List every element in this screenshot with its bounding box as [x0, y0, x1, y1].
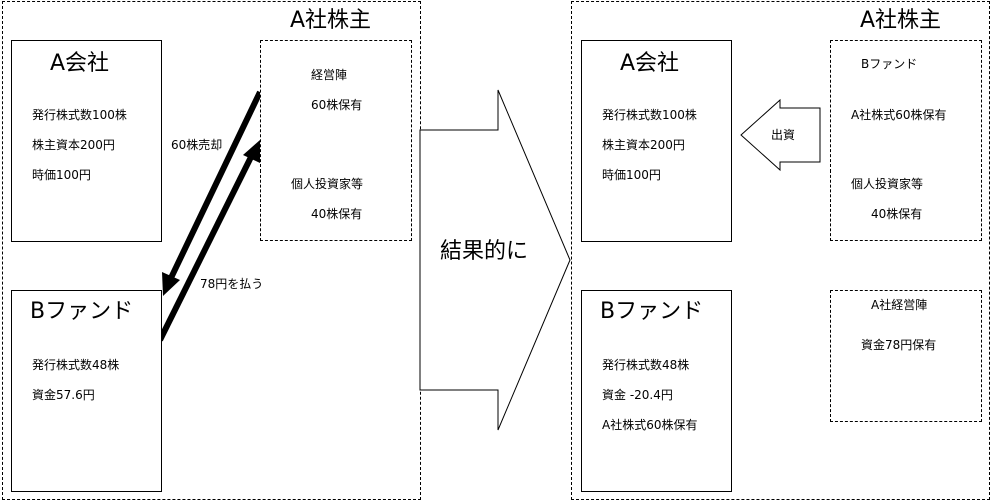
a-company-line: 株主資本200円 — [602, 138, 685, 152]
individuals-box: 個人投資家等 40株保有 — [260, 170, 412, 241]
a-company-title: A会社 — [620, 51, 680, 76]
individuals-name: 個人投資家等 — [851, 177, 924, 191]
pay-label: 78円を払う — [200, 277, 264, 291]
a-company-line: 時価100円 — [32, 168, 91, 182]
b-fund-line: 資金57.6円 — [32, 388, 95, 402]
management-box: 経営陣 60株保有 — [260, 40, 412, 172]
b-fund-box-after: Bファンド 発行株式数48株 資金 -20.4円 A社株式60株保有 — [581, 290, 732, 492]
a-company-line: 発行株式数100株 — [32, 108, 127, 122]
transition-label: 結果的に — [440, 239, 529, 264]
management-name: A社経営陣 — [871, 298, 928, 312]
b-fund-shareholder-name: Bファンド — [861, 57, 918, 71]
management-holding: 60株保有 — [311, 98, 363, 112]
b-fund-shareholder-holding: A社株式60株保有 — [851, 108, 947, 122]
sell-arrow — [167, 90, 263, 282]
b-fund-box: Bファンド 発行株式数48株 資金57.6円 — [11, 290, 162, 492]
a-company-box: A会社 発行株式数100株 株主資本200円 時価100円 — [11, 40, 162, 242]
a-company-box-after: A会社 発行株式数100株 株主資本200円 時価100円 — [581, 40, 732, 242]
investment-arrow — [740, 98, 821, 172]
individuals-box-after: 個人投資家等 40株保有 — [830, 170, 982, 241]
sell-arrowhead — [162, 272, 180, 296]
a-company-title: A会社 — [50, 51, 110, 76]
b-fund-line: 発行株式数48株 — [32, 358, 120, 372]
b-fund-shareholder-box: Bファンド A社株式60株保有 — [830, 40, 982, 172]
b-fund-line: A社株式60株保有 — [602, 418, 698, 432]
individuals-holding: 40株保有 — [311, 207, 363, 221]
individuals-name: 個人投資家等 — [291, 177, 364, 191]
b-fund-line: 資金 -20.4円 — [602, 388, 673, 402]
individuals-holding: 40株保有 — [871, 207, 923, 221]
after-panel — [571, 1, 990, 500]
b-fund-title: Bファンド — [30, 299, 134, 324]
sell-label: 60株売却 — [171, 138, 223, 152]
investment-label: 出資 — [771, 128, 796, 142]
b-fund-title: Bファンド — [600, 299, 704, 324]
a-company-line: 発行株式数100株 — [602, 108, 697, 122]
a-company-line: 株主資本200円 — [32, 138, 115, 152]
management-box-after: A社経営陣 資金78円保有 — [830, 290, 982, 422]
shareholders-title-after: A社株主 — [860, 8, 942, 33]
pay-arrow — [157, 151, 256, 342]
b-fund-line: 発行株式数48株 — [602, 358, 690, 372]
management-name: 経営陣 — [311, 68, 348, 82]
shareholders-title: A社株主 — [290, 8, 372, 33]
pay-arrowhead — [243, 140, 260, 163]
a-company-line: 時価100円 — [602, 168, 661, 182]
management-holding: 資金78円保有 — [861, 338, 937, 352]
result-big-arrow — [419, 89, 571, 431]
